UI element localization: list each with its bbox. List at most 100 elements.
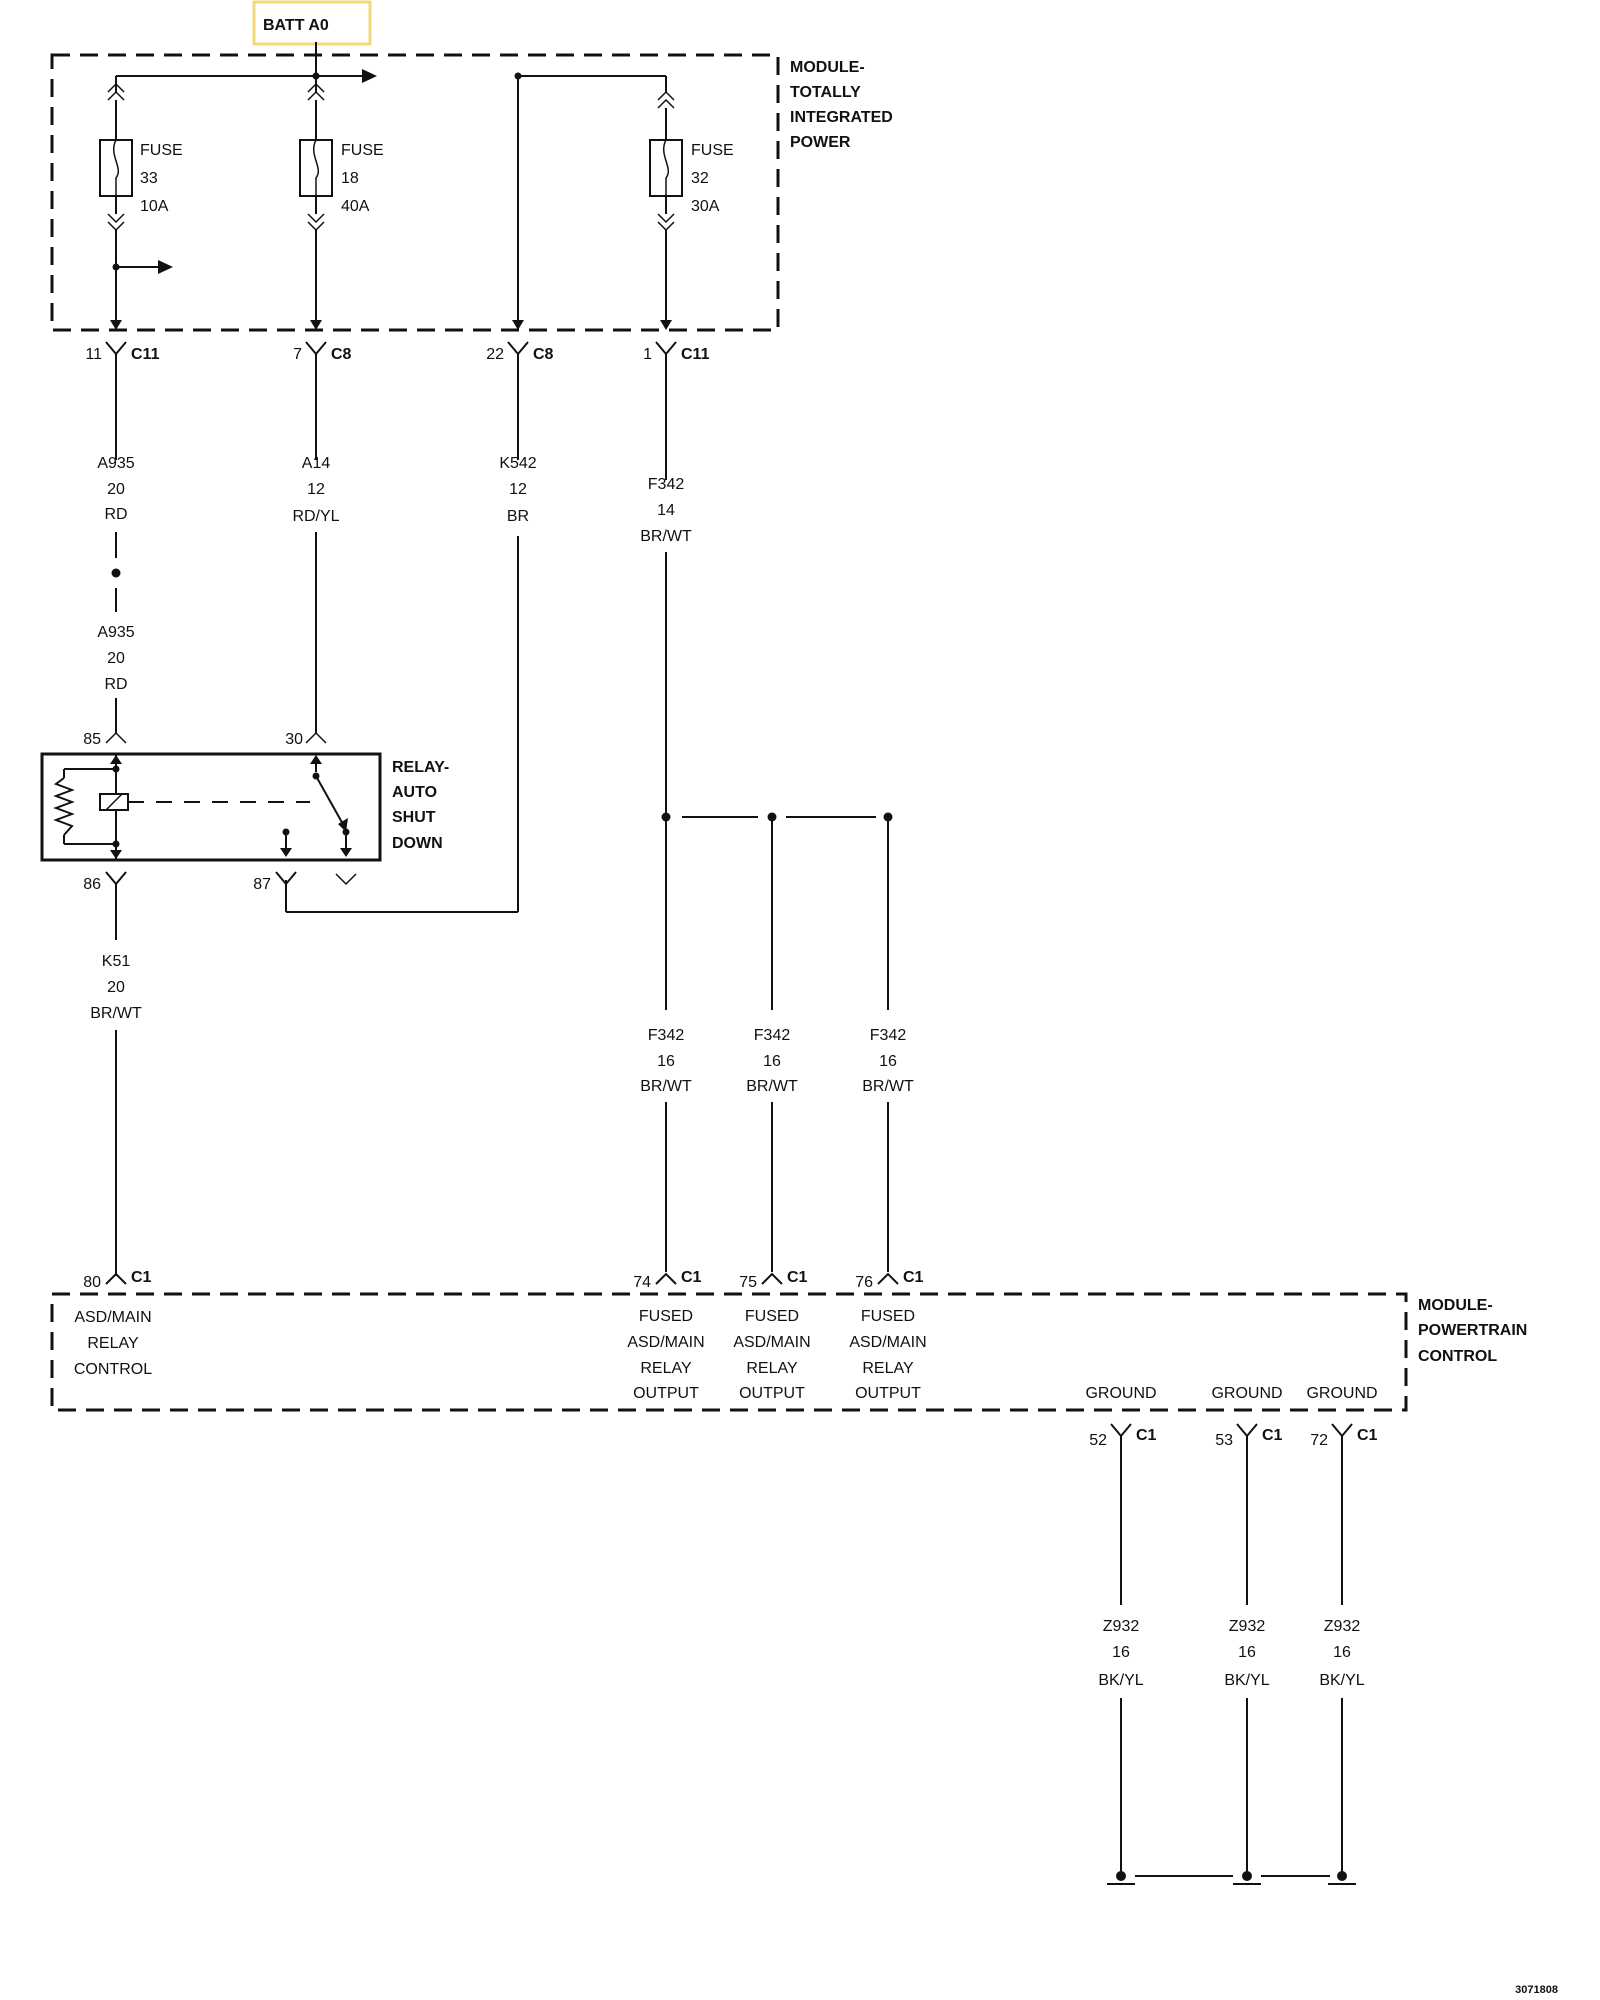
svg-text:BR/WT: BR/WT (90, 1005, 142, 1022)
svg-text:16: 16 (763, 1053, 781, 1070)
wire-f342-branch-1-label: F342 16 BR/WT (640, 1027, 692, 1095)
svg-text:RELAY: RELAY (862, 1360, 914, 1377)
pcm-module-boundary (50, 1292, 1408, 1412)
svg-text:18: 18 (341, 170, 359, 187)
svg-text:BR/WT: BR/WT (640, 528, 692, 545)
tipm-title: MODULE- TOTALLY INTEGRATED POWER (790, 59, 893, 151)
svg-text:30A: 30A (691, 198, 720, 215)
svg-text:14: 14 (657, 502, 675, 519)
svg-text:GROUND: GROUND (1211, 1385, 1282, 1402)
svg-text:12: 12 (307, 481, 325, 498)
svg-text:RELAY: RELAY (87, 1335, 139, 1352)
svg-text:RD: RD (104, 506, 127, 523)
bus-arrow-right (362, 69, 377, 83)
svg-text:DOWN: DOWN (392, 835, 443, 852)
svg-text:20: 20 (107, 481, 125, 498)
pcm-title: MODULE- POWERTRAIN CONTROL (1418, 1297, 1527, 1365)
wire-z932-2-label: Z932 16 BK/YL (1224, 1618, 1269, 1689)
svg-text:80: 80 (83, 1274, 101, 1291)
svg-text:FUSED: FUSED (745, 1308, 799, 1325)
tipm-module-boundary (50, 53, 780, 332)
svg-text:RELAY-: RELAY- (392, 759, 449, 776)
svg-text:74: 74 (633, 1274, 651, 1291)
svg-text:86: 86 (83, 876, 101, 893)
svg-text:RD: RD (104, 676, 127, 693)
svg-text:BR/WT: BR/WT (640, 1078, 692, 1095)
svg-text:C1: C1 (787, 1269, 808, 1286)
svg-text:87: 87 (253, 876, 271, 893)
svg-text:C1: C1 (903, 1269, 924, 1286)
ground-splice-3 (1337, 1871, 1347, 1881)
svg-text:BK/YL: BK/YL (1098, 1672, 1143, 1689)
relay-auto-shutdown (40, 752, 382, 862)
svg-text:A935: A935 (97, 455, 134, 472)
svg-text:RD/YL: RD/YL (292, 508, 339, 525)
pcm-fused-output-2-label: FUSED ASD/MAIN RELAY OUTPUT (733, 1308, 810, 1402)
ground-splice-2 (1242, 1871, 1252, 1881)
svg-text:BR: BR (507, 508, 529, 525)
svg-text:C1: C1 (131, 1269, 152, 1286)
tipm-connector-labels: 11 C11 7 C8 22 C8 1 C11 (85, 346, 709, 363)
svg-text:POWER: POWER (790, 134, 851, 151)
svg-text:ASD/MAIN: ASD/MAIN (733, 1334, 810, 1351)
svg-text:C1: C1 (681, 1269, 702, 1286)
svg-text:C11: C11 (131, 346, 160, 363)
wire-a935-lower-label: A935 20 RD (97, 624, 134, 693)
svg-text:A14: A14 (302, 455, 331, 472)
svg-text:A935: A935 (97, 624, 134, 641)
svg-text:CONTROL: CONTROL (1418, 1348, 1497, 1365)
svg-text:SHUT: SHUT (392, 809, 436, 826)
ground-splice-1 (1116, 1871, 1126, 1881)
svg-text:K542: K542 (499, 455, 536, 472)
svg-text:ASD/MAIN: ASD/MAIN (627, 1334, 704, 1351)
svg-text:FUSE: FUSE (140, 142, 183, 159)
svg-text:22: 22 (486, 346, 504, 363)
svg-text:12: 12 (509, 481, 527, 498)
svg-text:52: 52 (1089, 1432, 1107, 1449)
fuse-33-label: FUSE 33 10A (140, 142, 183, 215)
svg-text:30: 30 (285, 731, 303, 748)
svg-text:BR/WT: BR/WT (746, 1078, 798, 1095)
svg-text:7: 7 (293, 346, 302, 363)
svg-text:ASD/MAIN: ASD/MAIN (74, 1309, 151, 1326)
svg-text:FUSE: FUSE (691, 142, 734, 159)
wire-f342-branch-2-label: F342 16 BR/WT (746, 1027, 798, 1095)
svg-text:AUTO: AUTO (392, 784, 437, 801)
svg-text:GROUND: GROUND (1306, 1385, 1377, 1402)
svg-text:BK/YL: BK/YL (1224, 1672, 1269, 1689)
fuse-32-label: FUSE 32 30A (691, 142, 734, 215)
figure-number: 3071808 (1515, 1984, 1558, 1996)
relay-pin-labels-bottom: 86 87 (83, 876, 271, 893)
svg-text:CONTROL: CONTROL (74, 1361, 152, 1378)
svg-text:Z932: Z932 (1103, 1618, 1140, 1635)
svg-text:RELAY: RELAY (746, 1360, 798, 1377)
relay-title: RELAY- AUTO SHUT DOWN (392, 759, 449, 852)
svg-text:10A: 10A (140, 198, 169, 215)
svg-text:20: 20 (107, 979, 125, 996)
svg-text:16: 16 (1112, 1644, 1130, 1661)
svg-text:MODULE-: MODULE- (1418, 1297, 1493, 1314)
svg-text:INTEGRATED: INTEGRATED (790, 109, 893, 126)
wire-f342-branch-3-label: F342 16 BR/WT (862, 1027, 914, 1095)
svg-text:OUTPUT: OUTPUT (855, 1385, 921, 1402)
svg-text:11: 11 (85, 346, 102, 363)
svg-text:20: 20 (107, 650, 125, 667)
svg-text:C11: C11 (681, 346, 710, 363)
wire-k51-label: K51 20 BR/WT (90, 953, 142, 1022)
svg-text:1: 1 (643, 346, 652, 363)
pcm-connector-labels: 80 C1 74 C1 75 C1 76 C1 (83, 1269, 923, 1291)
batt-label-box (252, 0, 372, 46)
splice-a935 (111, 568, 121, 578)
svg-text:16: 16 (879, 1053, 897, 1070)
relay-pin-labels-top: 85 30 (83, 731, 303, 748)
svg-text:K51: K51 (102, 953, 131, 970)
svg-text:Z932: Z932 (1229, 1618, 1266, 1635)
svg-text:C8: C8 (533, 346, 554, 363)
wire-a14-label: A14 12 RD/YL (292, 455, 339, 525)
svg-text:16: 16 (1333, 1644, 1351, 1661)
svg-text:FUSED: FUSED (861, 1308, 915, 1325)
svg-text:MODULE-: MODULE- (790, 59, 865, 76)
svg-text:33: 33 (140, 170, 158, 187)
svg-text:C1: C1 (1357, 1427, 1378, 1444)
